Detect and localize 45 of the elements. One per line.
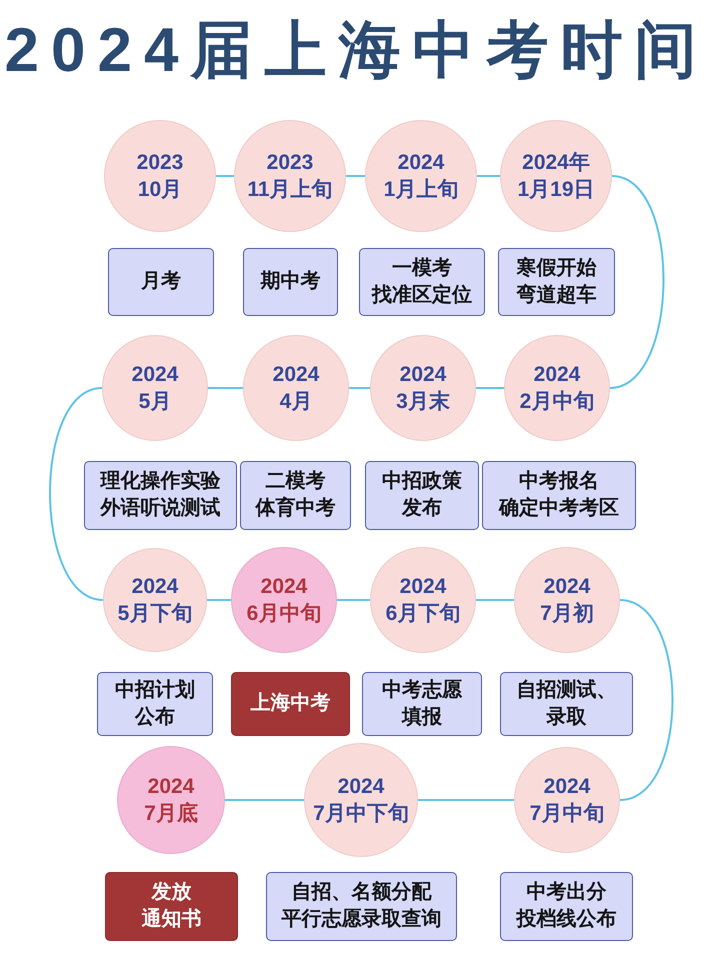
- connector-line: [476, 387, 504, 389]
- connector-line: [418, 799, 514, 801]
- date-circle: 2024 2月中旬: [504, 335, 610, 441]
- date-circle: 2023 10月: [104, 120, 216, 232]
- event-box: 发放通知书: [105, 872, 238, 941]
- connector-line: [49, 387, 104, 601]
- event-box: 期中考: [243, 248, 338, 316]
- date-circle: 2024 7月初: [514, 547, 620, 653]
- event-box: 自招测试、录取: [500, 672, 633, 736]
- event-box: 二模考体育中考: [240, 461, 351, 530]
- event-box: 中考报名确定中考考区: [482, 461, 636, 530]
- connector-line: [349, 387, 370, 389]
- event-box: 中考志愿填报: [362, 672, 482, 736]
- date-circle: 2023 11月上旬: [234, 120, 346, 232]
- connector-line: [476, 599, 514, 601]
- event-box: 中招计划公布: [97, 672, 213, 736]
- connector-line: [346, 175, 365, 177]
- connector-line: [477, 175, 500, 177]
- date-circle: 2024 6月中旬: [231, 547, 337, 653]
- date-circle: 2024 5月: [102, 335, 208, 441]
- event-box: 一模考找准区定位: [359, 248, 485, 316]
- date-circle: 2024 7月底: [117, 746, 225, 854]
- event-box: 理化操作实验外语听说测试: [84, 461, 237, 530]
- date-circle: 2024 7月中下旬: [304, 743, 418, 857]
- date-circle: 2024 3月末: [370, 335, 476, 441]
- connector-line: [207, 599, 231, 601]
- connector-line: [225, 799, 304, 801]
- date-circle: 2024 1月上旬: [365, 120, 477, 232]
- event-box: 月考: [108, 248, 214, 316]
- connector-line: [216, 175, 234, 177]
- date-circle: 2024 7月中旬: [514, 747, 620, 853]
- date-circle: 2024年1月19日: [500, 120, 612, 232]
- date-circle: 2024 6月下旬: [370, 547, 476, 653]
- date-circle: 2024 4月: [243, 335, 349, 441]
- event-box: 上海中考: [231, 672, 350, 736]
- date-circle: 2024 5月下旬: [103, 548, 207, 652]
- connector-line: [337, 599, 370, 601]
- connector-line: [620, 599, 674, 801]
- connector-line: [208, 387, 243, 389]
- event-box: 中招政策发布: [365, 461, 479, 530]
- event-box: 寒假开始弯道超车: [498, 248, 615, 316]
- title: 2024届上海中考时间: [4, 15, 708, 87]
- connector-line: [610, 175, 664, 389]
- event-box: 自招、名额分配平行志愿录取查询: [266, 872, 457, 941]
- event-box: 中考出分投档线公布: [500, 872, 633, 941]
